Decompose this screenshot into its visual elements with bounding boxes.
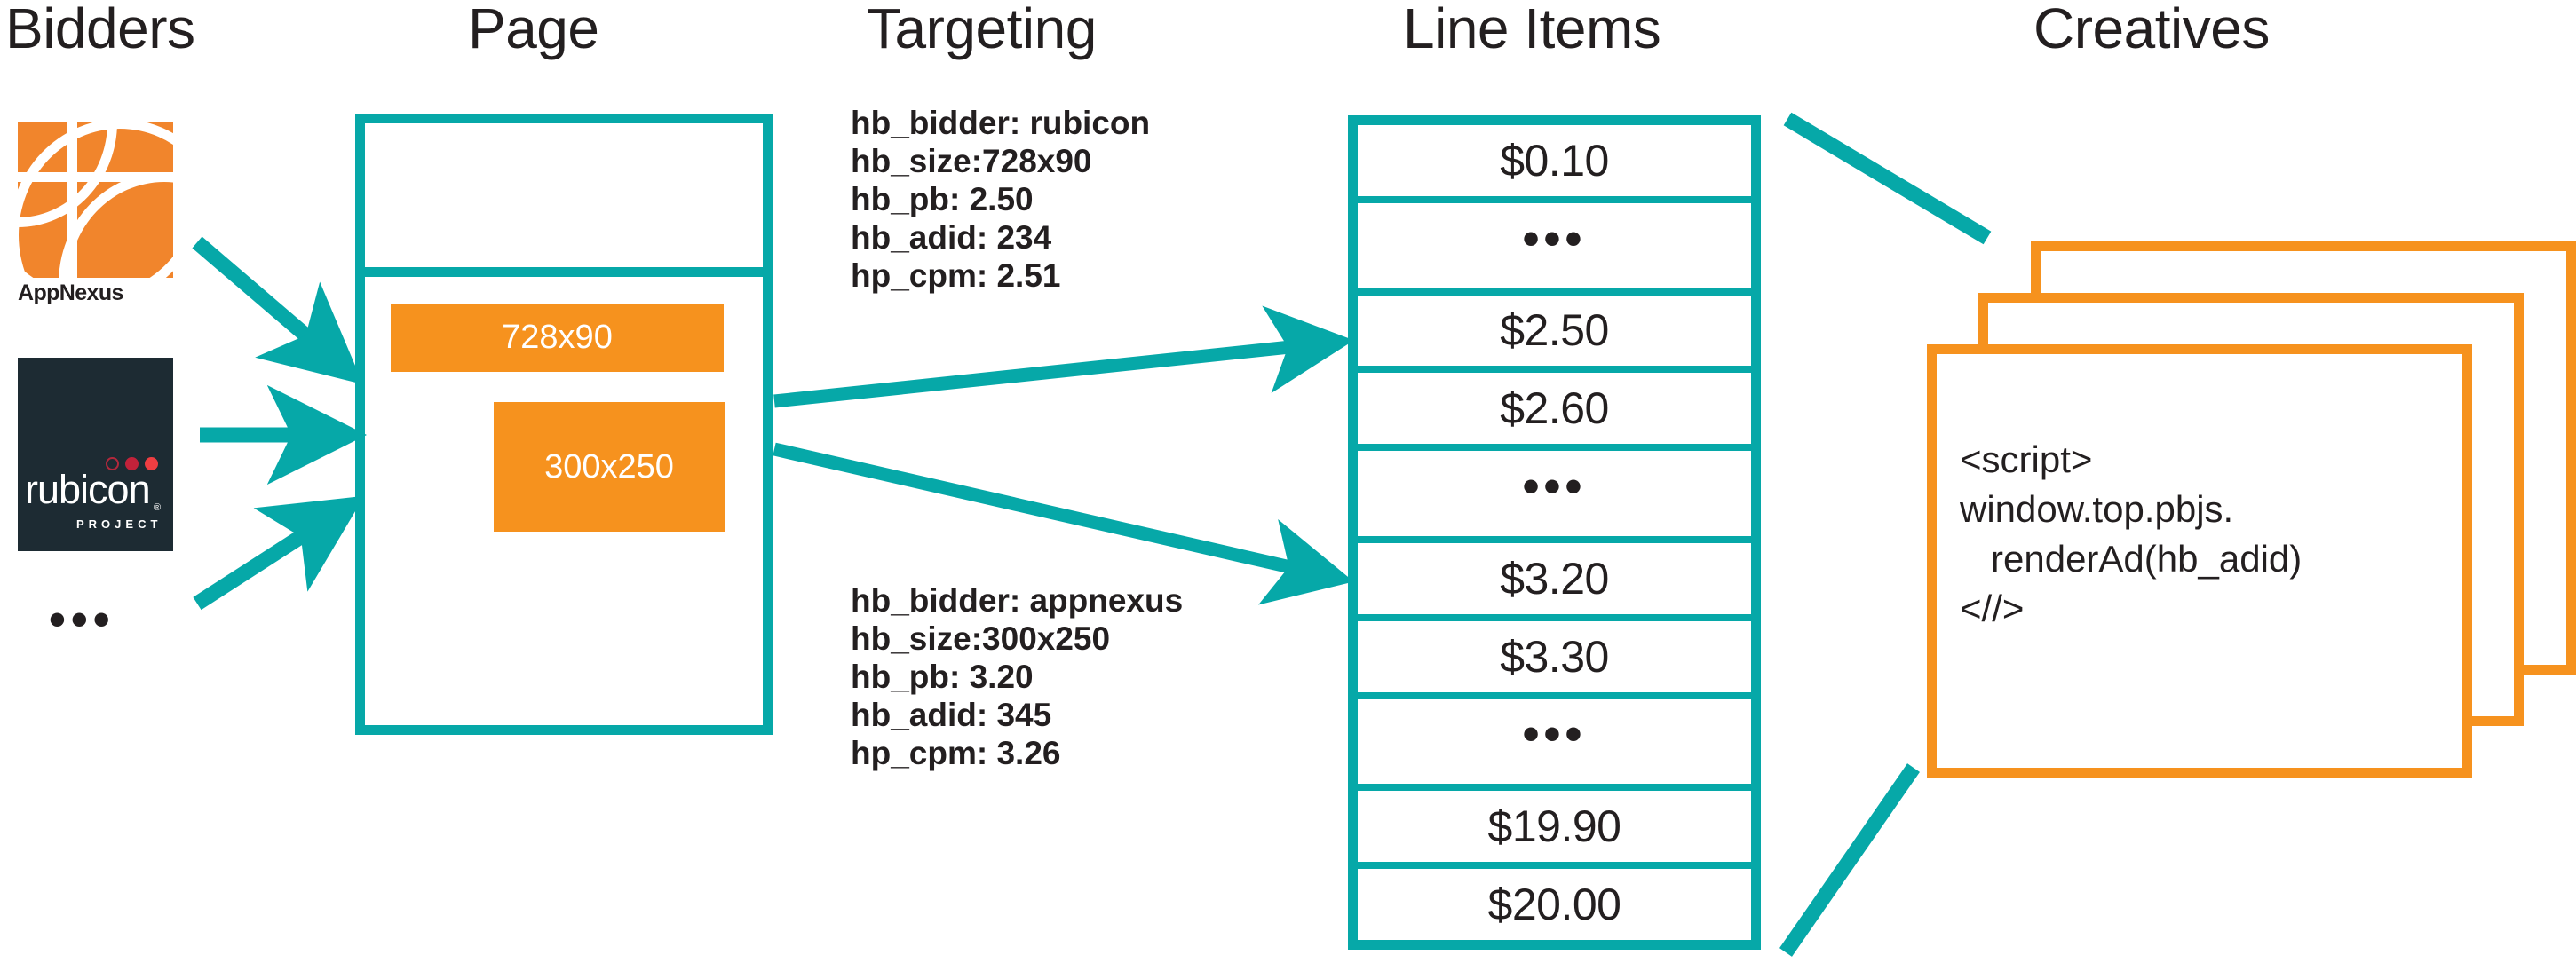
line-items-table: $0.10 ••• $2.50 $2.60 ••• $3.20 $3.30 ••… bbox=[1348, 115, 1761, 950]
line-item-row[interactable]: $2.60 bbox=[1358, 373, 1751, 452]
appnexus-logo-icon bbox=[18, 122, 173, 278]
appnexus-wordmark-label: AppNexus bbox=[18, 280, 123, 305]
arrow-page-to-line-item-250 bbox=[773, 305, 1354, 408]
targeting-hb-size: hb_size:300x250 bbox=[851, 620, 1111, 657]
rubicon-wordmark-label: rubicon bbox=[25, 467, 151, 512]
column-title-page: Page bbox=[468, 0, 599, 60]
rubicon-dots-icon bbox=[106, 457, 158, 470]
line-item-row[interactable]: $2.50 bbox=[1358, 295, 1751, 374]
creative-card-front[interactable] bbox=[1927, 344, 2472, 778]
targeting-hb-bidder: hb_bidder: rubicon bbox=[851, 105, 1151, 141]
rubicon-project-sublabel: PROJECT bbox=[76, 517, 162, 531]
connector-line-items-to-creatives-bottom bbox=[1779, 763, 1920, 957]
connector-line-items-to-creatives-top bbox=[1783, 112, 1992, 245]
line-item-row: ••• bbox=[1358, 699, 1751, 792]
targeting-block-rubicon: hb_bidder: rubicon hb_size:728x90 hb_pb:… bbox=[851, 104, 1150, 295]
ad-slot-728x90[interactable]: 728x90 bbox=[391, 304, 724, 372]
rubicon-project-logo-icon: rubicon ® PROJECT bbox=[18, 358, 173, 551]
line-item-row[interactable]: $0.10 bbox=[1358, 125, 1751, 203]
column-title-creatives: Creatives bbox=[2033, 0, 2270, 60]
line-item-row[interactable]: $20.00 bbox=[1358, 869, 1751, 940]
page-header-divider bbox=[355, 267, 773, 277]
arrow-other-bidders-to-page bbox=[193, 495, 365, 611]
line-item-row[interactable]: $3.30 bbox=[1358, 620, 1751, 699]
targeting-hp-cpm: hp_cpm: 3.26 bbox=[851, 735, 1061, 771]
arrow-appnexus-to-page bbox=[192, 236, 363, 385]
arrow-page-to-line-item-320 bbox=[773, 442, 1354, 605]
line-item-row[interactable]: $3.20 bbox=[1358, 542, 1751, 621]
targeting-hp-cpm: hp_cpm: 2.51 bbox=[851, 257, 1061, 294]
targeting-hb-bidder: hb_bidder: appnexus bbox=[851, 582, 1184, 619]
targeting-hb-size: hb_size:728x90 bbox=[851, 143, 1092, 179]
targeting-hb-pb: hb_pb: 2.50 bbox=[851, 181, 1034, 217]
column-title-line-items: Line Items bbox=[1403, 0, 1661, 60]
line-item-row: ••• bbox=[1358, 202, 1751, 296]
targeting-hb-pb: hb_pb: 3.20 bbox=[851, 659, 1034, 695]
line-item-row[interactable]: $19.90 bbox=[1358, 791, 1751, 870]
column-title-bidders: Bidders bbox=[5, 0, 195, 60]
creative-script-code: <script> window.top.pbjs. renderAd(hb_ad… bbox=[1960, 438, 2303, 629]
targeting-block-appnexus: hb_bidder: appnexus hb_size:300x250 hb_p… bbox=[851, 581, 1183, 772]
line-item-row: ••• bbox=[1358, 451, 1751, 543]
targeting-hb-adid: hb_adid: 234 bbox=[851, 219, 1052, 256]
bidders-more-ellipsis: ••• bbox=[49, 593, 115, 646]
rubicon-registered-mark: ® bbox=[154, 502, 162, 513]
ad-slot-300x250[interactable]: 300x250 bbox=[494, 402, 725, 532]
column-title-targeting: Targeting bbox=[867, 0, 1097, 60]
targeting-hb-adid: hb_adid: 345 bbox=[851, 697, 1052, 733]
